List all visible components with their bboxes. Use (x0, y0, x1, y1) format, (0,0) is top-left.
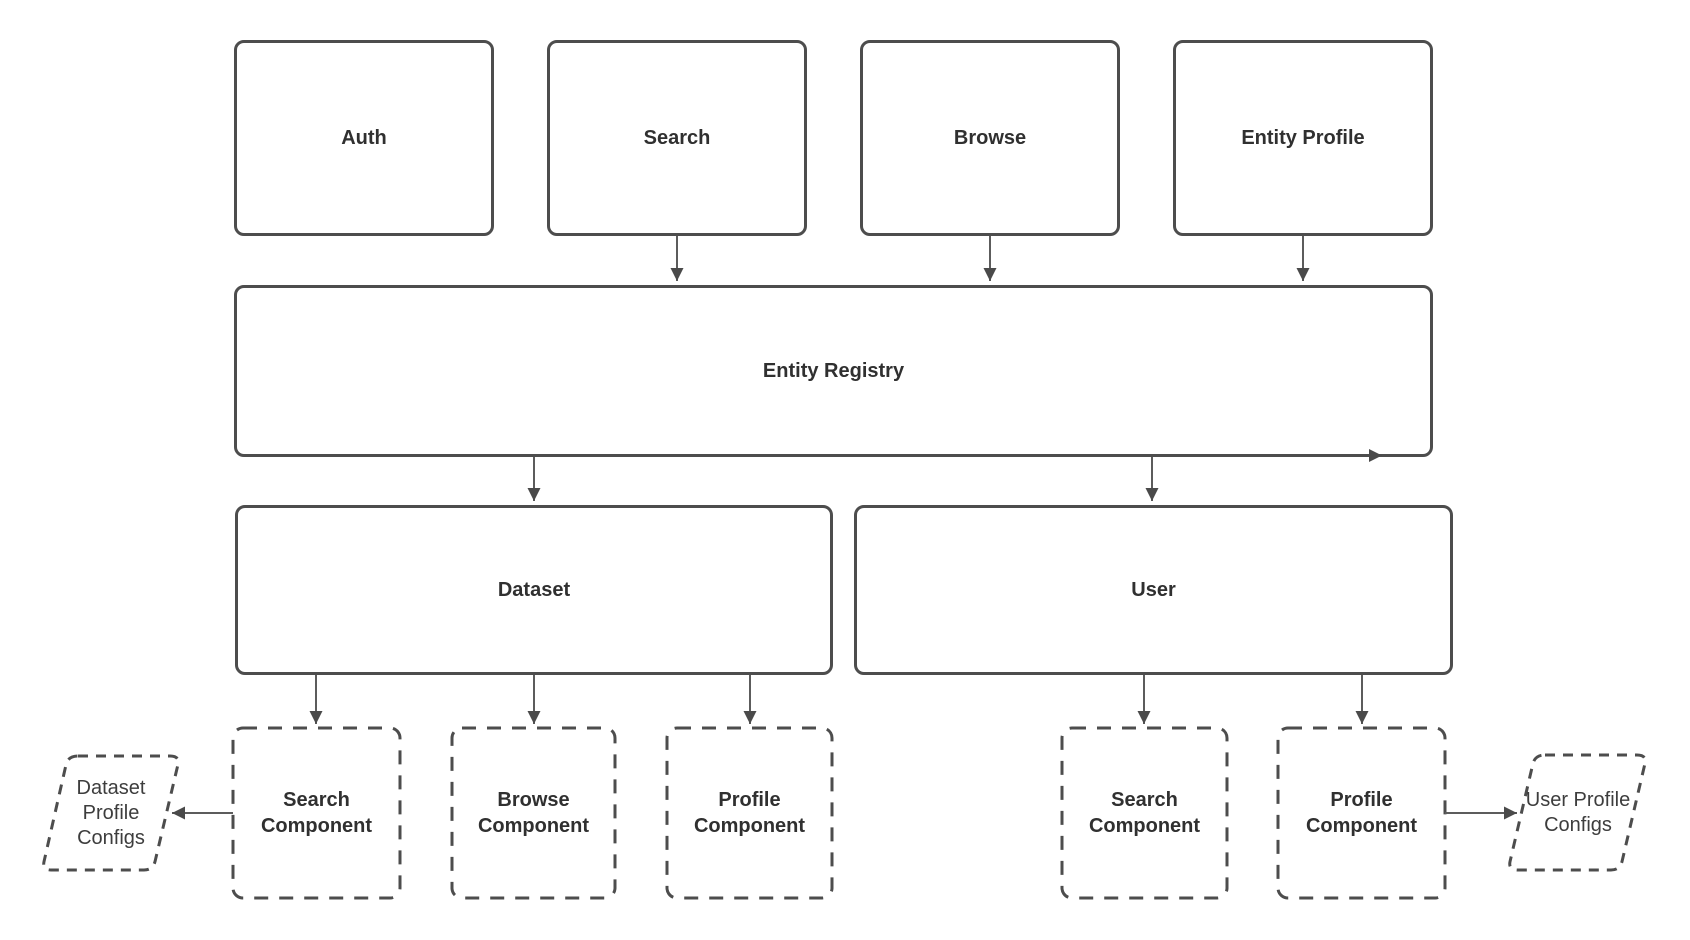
node-entity-registry-label: Entity Registry (762, 360, 905, 382)
node-entity-profile-label: Entity Profile (1241, 127, 1365, 149)
node-search-label: Search (643, 127, 711, 149)
node-entity-profile: Entity Profile (1173, 40, 1433, 236)
node-dataset: Dataset (235, 505, 833, 675)
node-user: User (854, 505, 1453, 675)
node-auth-label: Auth (341, 127, 387, 149)
node-user-profile-component-label: Profile Component (1305, 789, 1418, 837)
node-browse-label: Browse (953, 127, 1027, 149)
node-entity-registry: Entity Registry (234, 285, 1433, 457)
node-dataset-profile-component-label: Profile Component (693, 789, 806, 837)
node-user-search-component-label: Search Component (1088, 789, 1201, 837)
node-dataset-browse-component-label: Browse Component (477, 789, 590, 837)
node-search: Search (547, 40, 807, 236)
node-browse: Browse (860, 40, 1120, 236)
node-dataset-label: Dataset (497, 579, 571, 601)
node-dataset-profile-configs-label: Dataset Profile Configs (76, 776, 146, 849)
node-user-profile-configs-label: User Profile Configs (1525, 788, 1631, 836)
node-dataset-search-component-label: Search Component (260, 789, 373, 837)
node-auth: Auth (234, 40, 494, 236)
node-user-label: User (1131, 579, 1176, 601)
